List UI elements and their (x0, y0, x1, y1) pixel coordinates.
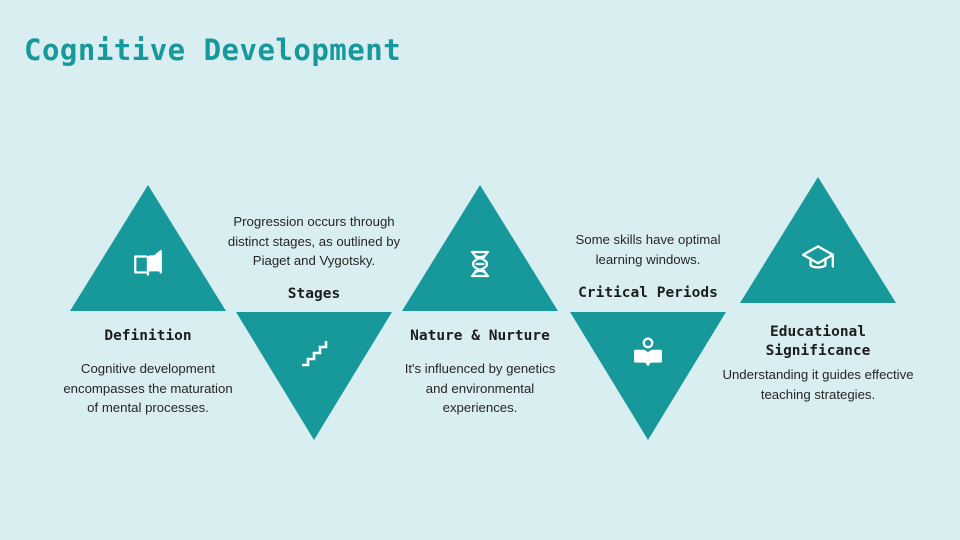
dna-helix-icon (460, 245, 500, 285)
step-definition[interactable]: Definition Cognitive development encompa… (62, 0, 234, 540)
triangle-up-shape (70, 185, 226, 311)
triangle-up-shape (740, 177, 896, 303)
triangle-down-shape (570, 312, 726, 440)
step-description: Progression occurs through distinct stag… (227, 214, 401, 269)
step-title: Nature & Nurture (410, 328, 550, 344)
reader-person-icon (628, 333, 668, 373)
triangle-up-shape (402, 185, 558, 311)
step-title: Critical Periods (578, 285, 718, 301)
step-stages[interactable]: Progression occurs through distinct stag… (228, 0, 400, 540)
graduation-cap-icon (798, 238, 838, 278)
step-title: Educational Significance (765, 324, 871, 359)
step-description: Some skills have optimal learning window… (575, 232, 721, 267)
triangle-down-shape (236, 312, 392, 440)
step-description: It's influenced by genetics and environm… (404, 361, 556, 416)
step-description: Cognitive development encompasses the ma… (63, 361, 233, 416)
stairs-icon (294, 333, 334, 373)
step-educational-significance[interactable]: Educational Significance Understanding i… (722, 0, 914, 540)
step-nature-nurture[interactable]: Nature & Nurture It's influenced by gene… (394, 0, 566, 540)
page-title: Cognitive Development (24, 33, 402, 67)
step-title: Definition (104, 328, 192, 344)
step-description: Understanding it guides effective teachi… (722, 367, 914, 402)
step-title: Stages (287, 286, 341, 302)
step-critical-periods[interactable]: Some skills have optimal learning window… (560, 0, 736, 540)
open-book-icon (128, 245, 168, 285)
